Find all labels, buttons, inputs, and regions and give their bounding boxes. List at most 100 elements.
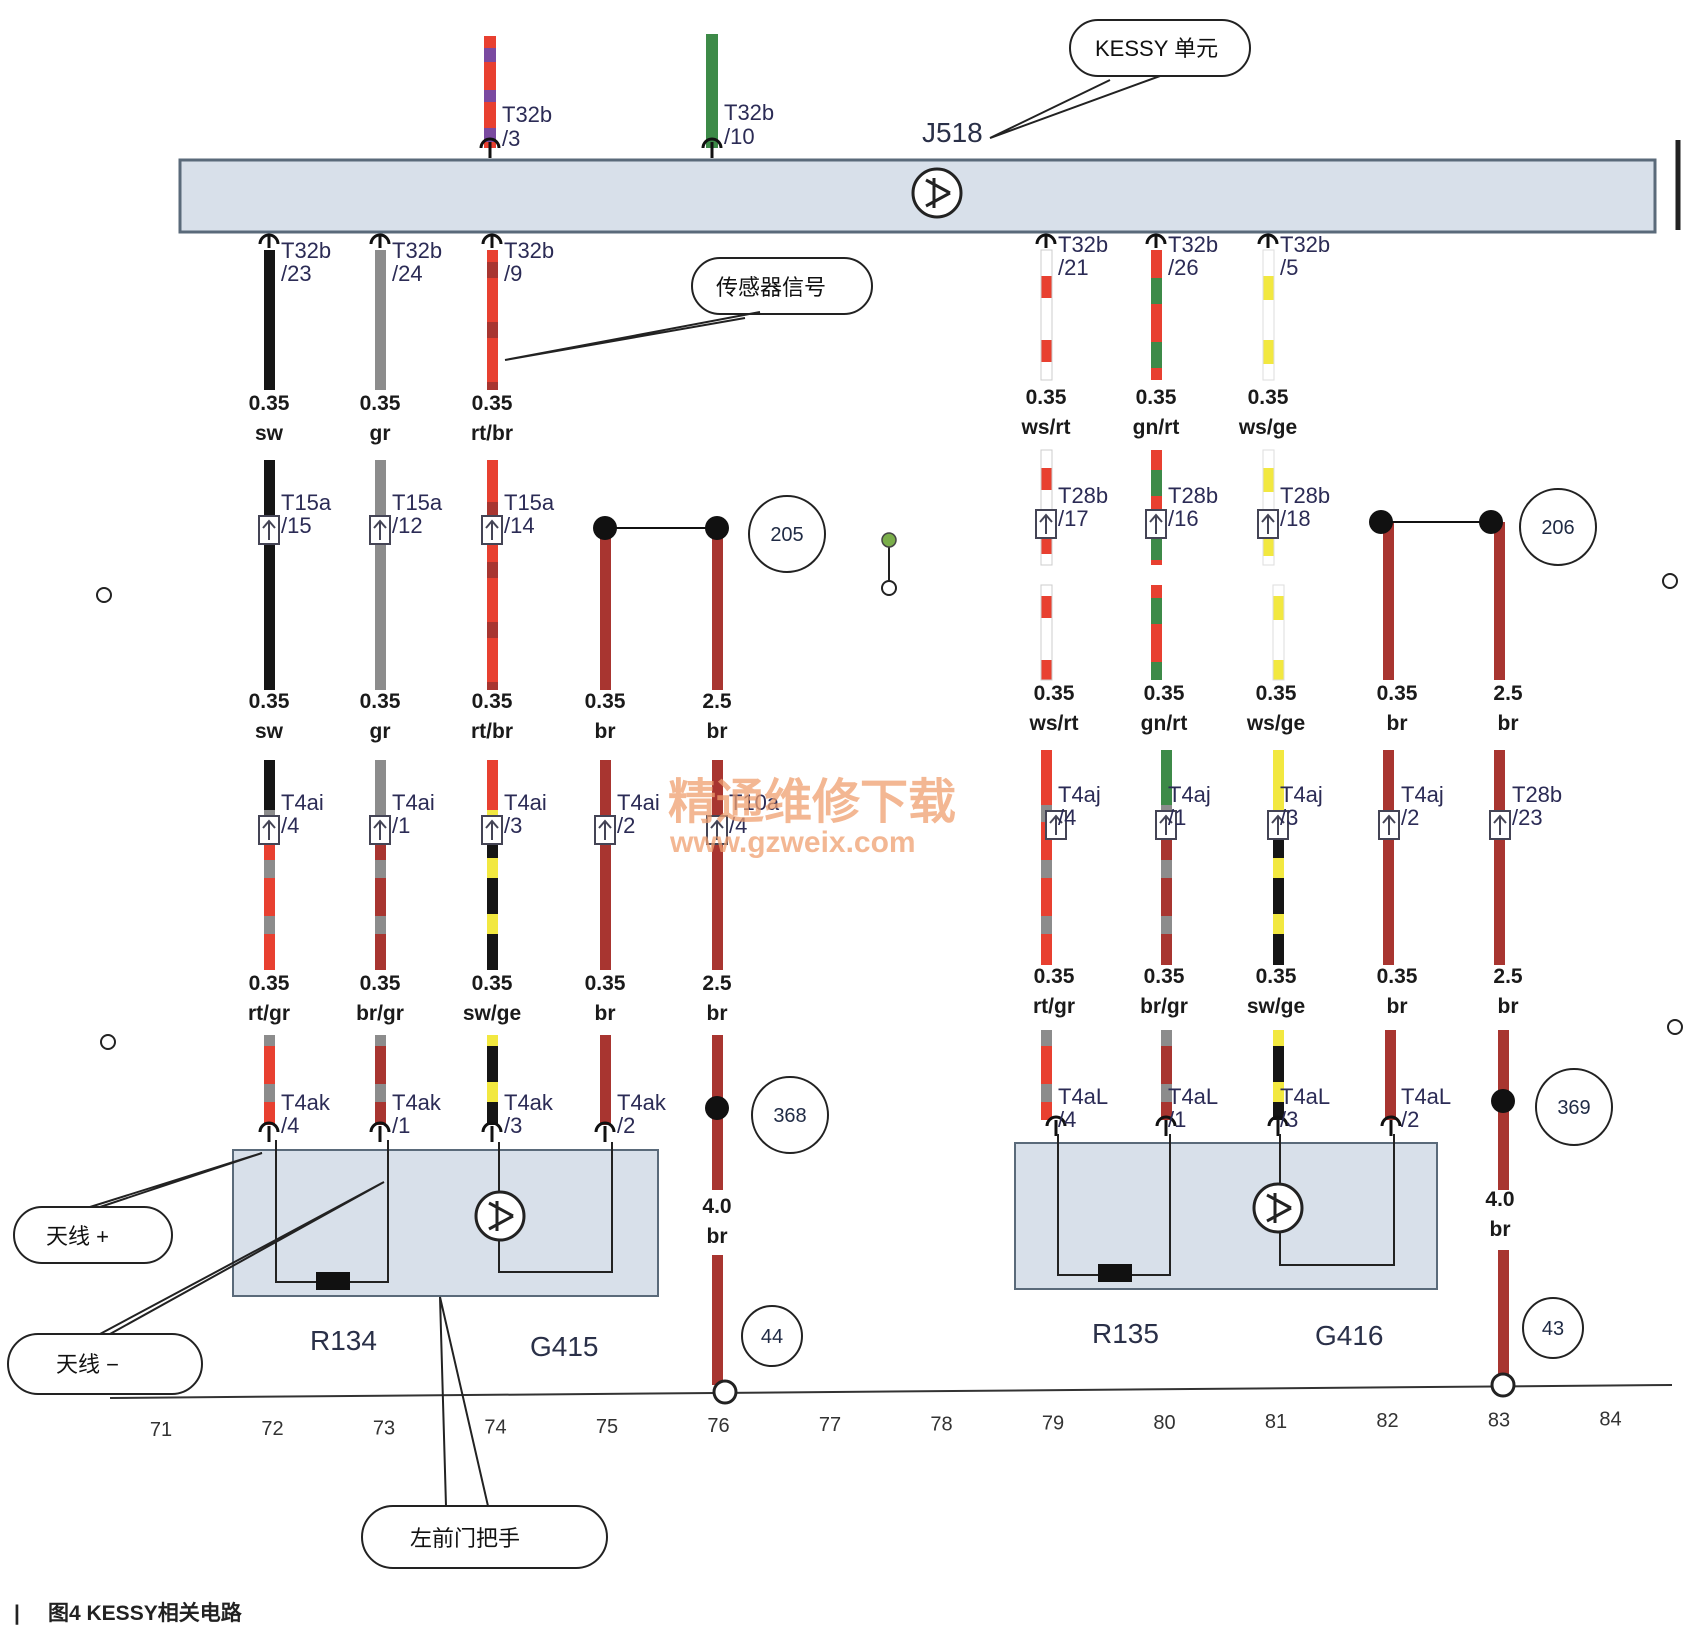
svg-text:T32b: T32b — [502, 102, 552, 127]
wire-0-spec1-color: sw — [255, 422, 284, 445]
junction-206 — [1369, 510, 1503, 534]
wire-4-spec4-size: 4.0 — [702, 1195, 731, 1218]
wire-4-pin3-pin: /4 — [729, 813, 747, 838]
wire-9-pin3-code: T28b — [1512, 782, 1562, 807]
wire-7-spec3-size: 0.35 — [1256, 965, 1297, 988]
wire-7-pin1-pin: /5 — [1280, 255, 1298, 280]
grid-number-80: 80 — [1153, 1412, 1175, 1434]
wire-8-pin3-code: T4aj — [1401, 782, 1444, 807]
wire-7-spec3-color: sw/ge — [1247, 995, 1305, 1018]
wire-0-pin2-pin: /15 — [281, 513, 312, 538]
ref-circle-368: 368 — [751, 1076, 829, 1154]
svg-text:传感器信号: 传感器信号 — [716, 275, 826, 300]
svg-text:43: 43 — [1542, 1318, 1564, 1340]
grid-number-84: 84 — [1599, 1409, 1621, 1431]
sensor-signal-callout: 传感器信号 — [504, 257, 873, 361]
wire-column-79 — [1035, 232, 1067, 1138]
wire-6-pin4-pin: /1 — [1168, 1107, 1186, 1132]
wire-2-spec1-color: rt/br — [471, 422, 513, 445]
ref-circle-206: 206 — [1519, 488, 1597, 566]
grid-number-82: 82 — [1376, 1410, 1398, 1432]
svg-text:/10: /10 — [724, 124, 755, 149]
wire-1-pin1-pin: /24 — [392, 261, 423, 286]
svg-text:天线 −: 天线 − — [56, 1352, 119, 1377]
wire-0-pin4-pin: /4 — [281, 1113, 299, 1138]
grid-number-83: 83 — [1488, 1409, 1510, 1431]
wire-5-spec3-size: 0.35 — [1034, 965, 1075, 988]
wire-0-pin3-code: T4ai — [281, 790, 324, 815]
wire-7-pin4-code: T4aL — [1280, 1084, 1330, 1109]
wire-4-spec3-color: br — [707, 1002, 728, 1025]
wire-4-spec3-size: 2.5 — [702, 972, 732, 995]
wire-0-pin1-code: T32b — [281, 238, 331, 263]
wire-7-spec2-size: 0.35 — [1256, 682, 1297, 705]
j518-electronic-symbol — [911, 167, 963, 219]
wire-2-spec3-size: 0.35 — [472, 972, 513, 995]
wire-9-pin3-pin: /23 — [1512, 805, 1543, 830]
grid-number-79: 79 — [1042, 1413, 1064, 1435]
wire-6-pin3-pin: /1 — [1168, 805, 1186, 830]
wire-5-pin4-code: T4aL — [1058, 1084, 1108, 1109]
wire-7-spec1-color: ws/ge — [1238, 416, 1297, 439]
wire-7-pin2-pin: /18 — [1280, 506, 1311, 531]
top-wire-2: T32b /10 — [701, 34, 774, 160]
wire-6-pin2-code: T28b — [1168, 483, 1218, 508]
antenna-minus-callout: 天线 − — [7, 1181, 385, 1395]
wire-6-pin2-pin: /16 — [1168, 506, 1199, 531]
wire-4-spec4-color: br — [707, 1225, 728, 1248]
wire-3-spec3-size: 0.35 — [585, 972, 626, 995]
wire-7-spec1-size: 0.35 — [1248, 386, 1289, 409]
svg-text:205: 205 — [770, 524, 803, 546]
svg-text:368: 368 — [773, 1105, 806, 1127]
wire-4-pin3-code: T10a — [729, 790, 780, 815]
wire-6-pin3-code: T4aj — [1168, 782, 1211, 807]
right-door-handle-module — [1014, 1134, 1438, 1290]
wire-0-spec3-color: rt/gr — [248, 1002, 290, 1025]
wire-8-pin4-code: T4aL — [1401, 1084, 1451, 1109]
wire-7-pin2-code: T28b — [1280, 483, 1330, 508]
ref-circle-369: 369 — [1535, 1068, 1613, 1146]
grid-number-81: 81 — [1265, 1411, 1287, 1433]
wire-column-76 — [705, 530, 729, 1385]
wire-column-82 — [1378, 522, 1402, 1138]
ground-line — [109, 1384, 1673, 1399]
wire-1-pin2-pin: /12 — [392, 513, 423, 538]
wire-6-pin4-code: T4aL — [1168, 1084, 1218, 1109]
wire-0-spec2-color: sw — [255, 720, 284, 743]
wire-1-spec3-color: br/gr — [356, 1002, 404, 1025]
svg-text:206: 206 — [1541, 517, 1574, 539]
junction-205 — [593, 516, 729, 540]
wire-7-pin1-code: T32b — [1280, 232, 1330, 257]
wire-8-spec3-size: 0.35 — [1377, 965, 1418, 988]
wire-9-spec3-color: br — [1498, 995, 1519, 1018]
grid-number-74: 74 — [484, 1417, 506, 1439]
kessy-unit-callout: KESSY 单元 — [989, 19, 1251, 139]
wire-5-spec1-color: ws/rt — [1020, 416, 1070, 439]
wire-2-pin2-code: T15a — [504, 490, 555, 515]
wire-1-spec2-color: gr — [370, 720, 391, 743]
wire-2-pin1-pin: /9 — [504, 261, 522, 286]
svg-text:左前门把手: 左前门把手 — [410, 1526, 520, 1551]
wire-0-pin2-code: T15a — [281, 490, 332, 515]
wire-5-spec3-color: rt/gr — [1033, 995, 1075, 1018]
wire-labels: T32b/23T15a/15T4ai/4T4ak/40.35sw0.35sw0.… — [248, 232, 1562, 1248]
wire-1-pin3-pin: /1 — [392, 813, 410, 838]
wire-9-spec2-size: 2.5 — [1493, 682, 1523, 705]
wire-6-spec3-color: br/gr — [1140, 995, 1188, 1018]
svg-text:T32b: T32b — [724, 100, 774, 125]
ground-point-76 — [712, 1379, 738, 1405]
wire-4-spec2-color: br — [707, 720, 728, 743]
svg-text:369: 369 — [1557, 1097, 1590, 1119]
wire-0-spec2-size: 0.35 — [249, 690, 290, 713]
wire-6-spec2-size: 0.35 — [1144, 682, 1185, 705]
wire-5-pin2-pin: /17 — [1058, 506, 1089, 531]
wire-column-74 — [481, 232, 503, 1144]
wire-1-spec2-size: 0.35 — [360, 690, 401, 713]
wire-1-pin2-code: T15a — [392, 490, 443, 515]
wire-3-pin4-code: T4ak — [617, 1090, 667, 1115]
wire-7-pin3-pin: /3 — [1280, 805, 1298, 830]
wire-2-pin3-code: T4ai — [504, 790, 547, 815]
wire-column-80 — [1145, 232, 1177, 1138]
wire-1-pin4-code: T4ak — [392, 1090, 442, 1115]
